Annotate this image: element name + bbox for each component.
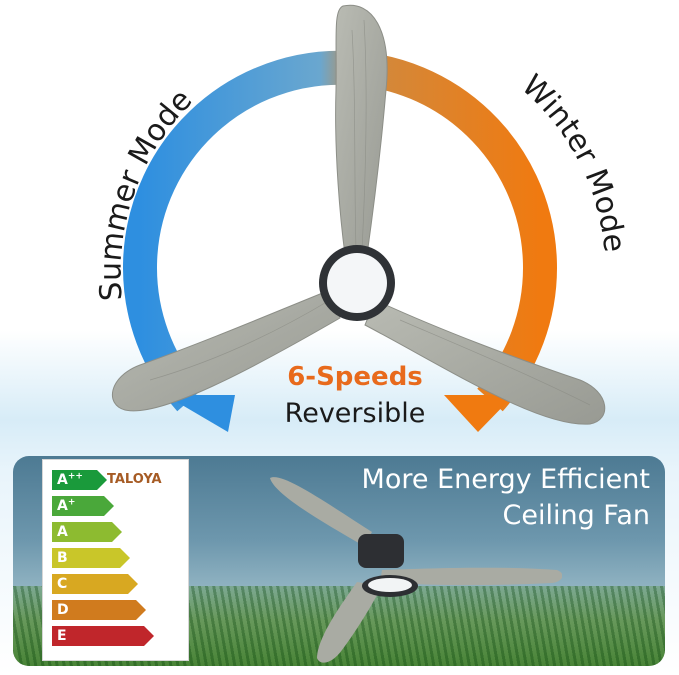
fan-blades — [111, 4, 606, 425]
energy-class-bar: D — [52, 600, 146, 620]
panel-title-line2: Ceiling Fan — [502, 500, 650, 531]
panel-title: More Energy Efficient Ceiling Fan — [362, 462, 650, 534]
winter-arrow-icon — [444, 395, 514, 432]
energy-class-plus: + — [67, 497, 76, 508]
reversible-label: Reversible — [284, 398, 426, 429]
energy-class-bar: B — [52, 548, 130, 568]
energy-class-bar: A — [52, 522, 122, 542]
small-fan-motor — [358, 534, 404, 568]
panel-title-line1: More Energy Efficient — [361, 464, 650, 495]
energy-class-bar: A++ — [52, 470, 107, 490]
speeds-label: 6-Speeds — [287, 362, 423, 392]
energy-class-letter: A — [57, 524, 68, 540]
brand-name: TALOYA — [107, 472, 162, 487]
small-fan-illustration — [270, 477, 562, 663]
summer-arrow-icon — [165, 395, 235, 432]
fan-motor-hub — [319, 245, 395, 321]
energy-class-letter: B — [57, 550, 68, 566]
energy-class-bar: A+ — [52, 496, 114, 516]
energy-class-bar: C — [52, 574, 138, 594]
energy-class-letter: E — [57, 628, 67, 644]
energy-class-letter: C — [57, 576, 68, 592]
energy-class-plus: ++ — [67, 471, 83, 482]
energy-class-letter: A — [57, 472, 68, 488]
energy-class-bar: E — [52, 626, 154, 646]
energy-class-letter: A — [57, 498, 68, 514]
energy-class-letter: D — [57, 602, 69, 618]
reversible-fan-illustration: Summer Mode Winter Mode — [93, 4, 632, 432]
